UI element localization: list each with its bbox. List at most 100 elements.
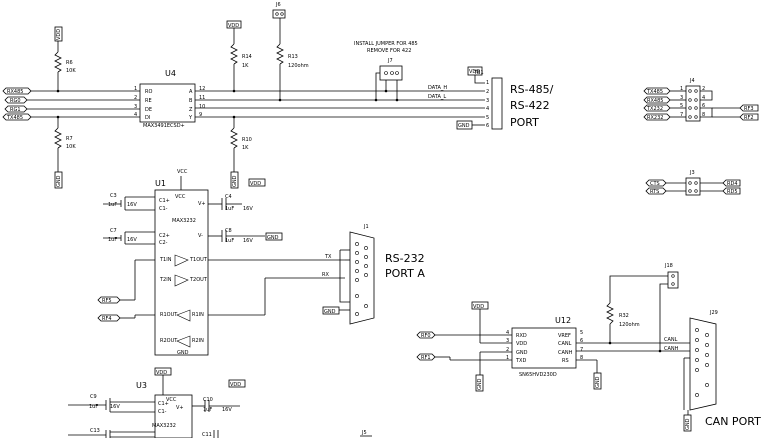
svg-text:U12: U12 bbox=[555, 316, 571, 325]
svg-text:VDD: VDD bbox=[156, 370, 167, 376]
jumper-j6: J6 bbox=[272, 2, 286, 19]
net-flag-rx485-left: RX485 bbox=[2, 87, 32, 95]
svg-text:1uF: 1uF bbox=[225, 206, 234, 212]
resistor-r7 bbox=[54, 127, 62, 149]
svg-text:R2IN: R2IN bbox=[192, 338, 204, 344]
svg-text:RG1: RG1 bbox=[10, 107, 21, 113]
svg-text:C1-: C1- bbox=[159, 206, 168, 212]
header-j3: J3 bbox=[685, 170, 701, 196]
svg-text:U4: U4 bbox=[165, 69, 176, 78]
svg-text:16V: 16V bbox=[127, 237, 137, 243]
j29-label-can-port: CAN PORT bbox=[705, 415, 761, 428]
svg-text:J7: J7 bbox=[387, 58, 393, 64]
svg-text:4: 4 bbox=[486, 106, 489, 112]
svg-text:3: 3 bbox=[486, 98, 489, 104]
tb1-label-port: PORT bbox=[510, 116, 539, 129]
capacitor-c11: C11 bbox=[202, 430, 219, 438]
svg-text:11: 11 bbox=[199, 95, 205, 101]
svg-text:3: 3 bbox=[134, 104, 137, 110]
svg-text:T1OUT: T1OUT bbox=[189, 257, 208, 263]
svg-text:GND: GND bbox=[685, 418, 691, 430]
svg-text:J18: J18 bbox=[664, 263, 673, 269]
svg-text:3: 3 bbox=[680, 95, 683, 101]
u3-chip: U3 VCC C1+ C1- V+ MAX3232 bbox=[136, 381, 193, 438]
svg-text:5: 5 bbox=[680, 103, 683, 109]
svg-text:16V: 16V bbox=[243, 238, 253, 244]
svg-text:DE: DE bbox=[145, 107, 152, 113]
svg-text:8: 8 bbox=[702, 112, 705, 118]
svg-text:GND: GND bbox=[595, 376, 601, 388]
svg-text:C2+: C2+ bbox=[159, 233, 170, 239]
svg-text:V-: V- bbox=[198, 233, 203, 239]
net-flag-rd4: RD4 bbox=[722, 179, 741, 187]
svg-text:A: A bbox=[189, 89, 193, 95]
svg-text:4: 4 bbox=[506, 330, 509, 336]
svg-text:J6: J6 bbox=[275, 2, 281, 8]
svg-text:6: 6 bbox=[486, 123, 489, 129]
svg-text:C9: C9 bbox=[90, 394, 97, 400]
svg-text:1: 1 bbox=[486, 80, 489, 86]
svg-text:3: 3 bbox=[506, 338, 509, 344]
gnd-symbol-c8: GND bbox=[265, 232, 283, 241]
svg-text:VCC: VCC bbox=[166, 397, 177, 403]
svg-text:TXD: TXD bbox=[515, 358, 526, 364]
gnd-symbol-r7: GND bbox=[54, 171, 63, 189]
svg-text:VDD: VDD bbox=[228, 23, 239, 29]
svg-text:GND: GND bbox=[232, 175, 238, 187]
vdd-symbol-r14: VDD bbox=[226, 20, 242, 29]
svg-text:RF2: RF2 bbox=[744, 115, 754, 121]
svg-text:R1OUT: R1OUT bbox=[160, 312, 178, 318]
svg-text:C2-: C2- bbox=[159, 240, 168, 246]
svg-text:VCC: VCC bbox=[175, 194, 186, 200]
svg-text:MAX3232: MAX3232 bbox=[152, 423, 176, 429]
r32-ref: R32 bbox=[619, 313, 629, 319]
net-flag-rf5: RF5 bbox=[97, 296, 121, 304]
net-flag-cts: CTS bbox=[645, 179, 667, 187]
capacitor-c8: C8 1uF 16V bbox=[221, 228, 265, 244]
svg-text:Y: Y bbox=[188, 115, 193, 121]
resistor-r13 bbox=[276, 43, 284, 65]
svg-text:R2OUT: R2OUT bbox=[160, 338, 178, 344]
svg-text:RX485: RX485 bbox=[7, 89, 23, 95]
db9-connector-j1: J1 bbox=[349, 224, 375, 325]
r10-value: 1K bbox=[242, 145, 249, 151]
tb1-label-rs422: RS-422 bbox=[510, 99, 550, 112]
svg-text:GND: GND bbox=[177, 350, 189, 356]
svg-text:U3: U3 bbox=[136, 381, 147, 390]
r7-value: 10K bbox=[66, 144, 76, 150]
svg-text:RD4: RD4 bbox=[727, 181, 738, 187]
gnd-symbol-j1: GND bbox=[322, 306, 340, 315]
svg-text:GND: GND bbox=[267, 235, 279, 241]
net-flag-rf4: RF4 bbox=[97, 314, 121, 322]
svg-text:1uF: 1uF bbox=[108, 202, 117, 208]
svg-text:SN65HVD230D: SN65HVD230D bbox=[519, 372, 557, 378]
net-data-h: DATA_H bbox=[428, 85, 447, 91]
resistor-r10 bbox=[230, 127, 238, 149]
svg-text:RF4: RF4 bbox=[102, 316, 112, 322]
capacitor-c3: C3 1uF 16V bbox=[103, 193, 137, 210]
svg-text:7: 7 bbox=[580, 347, 583, 353]
tx-label: TX bbox=[324, 254, 332, 260]
svg-text:VDD: VDD bbox=[469, 69, 480, 75]
svg-text:2: 2 bbox=[702, 86, 705, 92]
svg-text:C7: C7 bbox=[110, 228, 117, 234]
gnd-symbol-u12-right: GND bbox=[593, 372, 602, 390]
svg-text:C8: C8 bbox=[225, 228, 232, 234]
svg-text:C1-: C1- bbox=[158, 409, 167, 415]
svg-text:T2IN: T2IN bbox=[159, 277, 172, 283]
svg-text:C1+: C1+ bbox=[158, 401, 169, 407]
svg-text:Z: Z bbox=[189, 107, 193, 113]
svg-text:RF0: RF0 bbox=[421, 333, 431, 339]
svg-text:C11: C11 bbox=[202, 432, 212, 438]
r6-value: 10K bbox=[66, 68, 76, 74]
svg-text:C13: C13 bbox=[90, 428, 100, 434]
u12-chip: U12 RXD VDD GND TXD VREF CANL CANH RS SN… bbox=[506, 316, 583, 378]
r7-ref: R7 bbox=[66, 136, 73, 142]
svg-text:RE: RE bbox=[145, 98, 152, 104]
r6-ref: R6 bbox=[66, 60, 73, 66]
svg-text:MAX3232: MAX3232 bbox=[172, 218, 196, 224]
svg-text:7: 7 bbox=[680, 112, 683, 118]
svg-text:6: 6 bbox=[580, 338, 583, 344]
svg-text:VDD: VDD bbox=[56, 29, 62, 40]
svg-text:J29: J29 bbox=[709, 310, 718, 316]
